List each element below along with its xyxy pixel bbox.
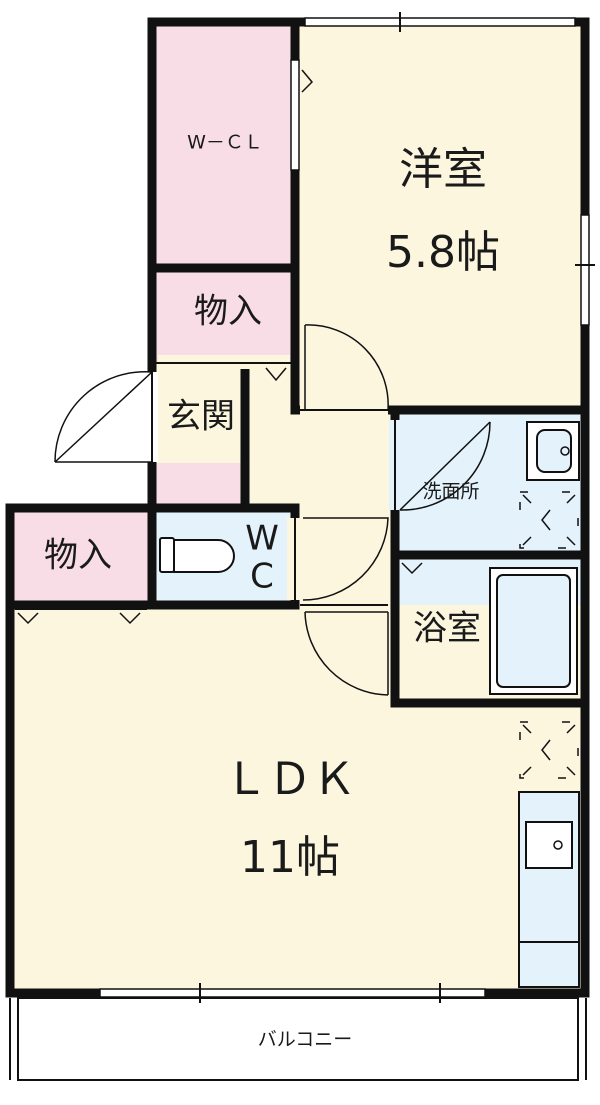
storage-left-area: [10, 508, 152, 605]
wcl-sliding-door: [290, 59, 314, 171]
ldk-door: [304, 611, 389, 696]
washroom-door: [399, 421, 491, 511]
fridge-space-icon: [519, 721, 579, 779]
western-room-size: 5.8帖: [386, 227, 500, 278]
storage-upper-area: [152, 268, 295, 363]
washbasin-icon: [526, 421, 580, 481]
wc-door: [302, 517, 389, 601]
western-room-area: [295, 22, 585, 410]
wcl-label: W－ＣＬ: [187, 132, 263, 154]
bathtub-icon: [489, 567, 578, 695]
ldk-name: ＬＤＫ: [224, 754, 356, 805]
washroom-label: 洗面所: [422, 481, 479, 503]
kitchen-counter-icon: [518, 791, 580, 988]
window-right: [575, 214, 595, 326]
ldk-notch-area: [295, 605, 395, 703]
storage-upper-sliding-door: [265, 367, 287, 382]
balcony-label: バルコニー: [258, 1029, 353, 1051]
wc-label-w: W: [245, 519, 279, 559]
window-top: [304, 12, 576, 32]
storage-left-label: 物入: [44, 536, 112, 576]
entrance-label: 玄関: [167, 397, 235, 437]
entrance-door: [54, 370, 153, 463]
western-room-name: 洋室: [399, 144, 487, 195]
entrance-step-area: [152, 463, 245, 508]
bath-label: 浴室: [413, 609, 481, 649]
wcl-area: [152, 22, 295, 268]
toilet-icon: [159, 537, 235, 573]
entrance-area: [152, 363, 245, 463]
storage-upper-label: 物入: [194, 292, 262, 332]
bath-door-marker: [401, 562, 423, 575]
western-room-door: [304, 324, 389, 411]
ldk-size: 11帖: [240, 832, 340, 883]
window-bottom: [99, 983, 486, 1003]
storage-left-sliding-door: [15, 608, 147, 625]
balcony-outline: [17, 997, 579, 1081]
washer-space-icon: [519, 491, 579, 549]
wc-label-c: C: [250, 557, 274, 597]
